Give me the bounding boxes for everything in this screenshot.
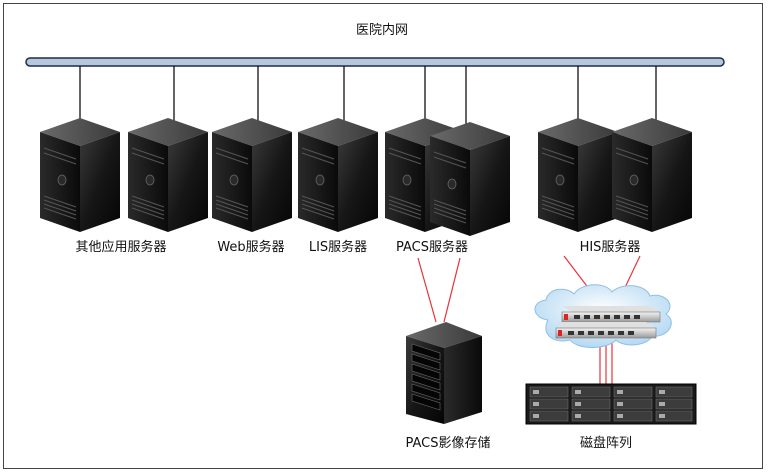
network-title: 医院内网 (356, 22, 408, 38)
his-server-2-icon (611, 117, 693, 233)
diagram-frame (3, 3, 763, 469)
label-pacs-server: PACS服务器 (395, 240, 469, 255)
other-app-server-2-icon (127, 117, 209, 233)
label-lis-server: LIS服务器 (308, 240, 368, 255)
fc-switch-1-icon (561, 306, 661, 323)
label-web-server: Web服务器 (217, 240, 285, 255)
fc-switch-2-icon (555, 322, 657, 339)
label-pacs-storage: PACS影像存储 (405, 436, 491, 451)
pacs-server-2-icon (429, 121, 511, 237)
web-server-icon (211, 117, 293, 233)
label-his-server: HIS服务器 (579, 240, 641, 255)
drop-lines (79, 66, 657, 130)
network-bus (25, 57, 725, 67)
disk-array-icon (525, 383, 697, 425)
pacs-storage-icon (406, 322, 482, 424)
lis-server-icon (297, 117, 379, 233)
his-server-1-icon (537, 117, 619, 233)
other-app-server-1-icon (39, 117, 121, 233)
label-disk-array: 磁盘阵列 (579, 436, 633, 451)
label-other-app-servers: 其他应用服务器 (75, 240, 167, 255)
